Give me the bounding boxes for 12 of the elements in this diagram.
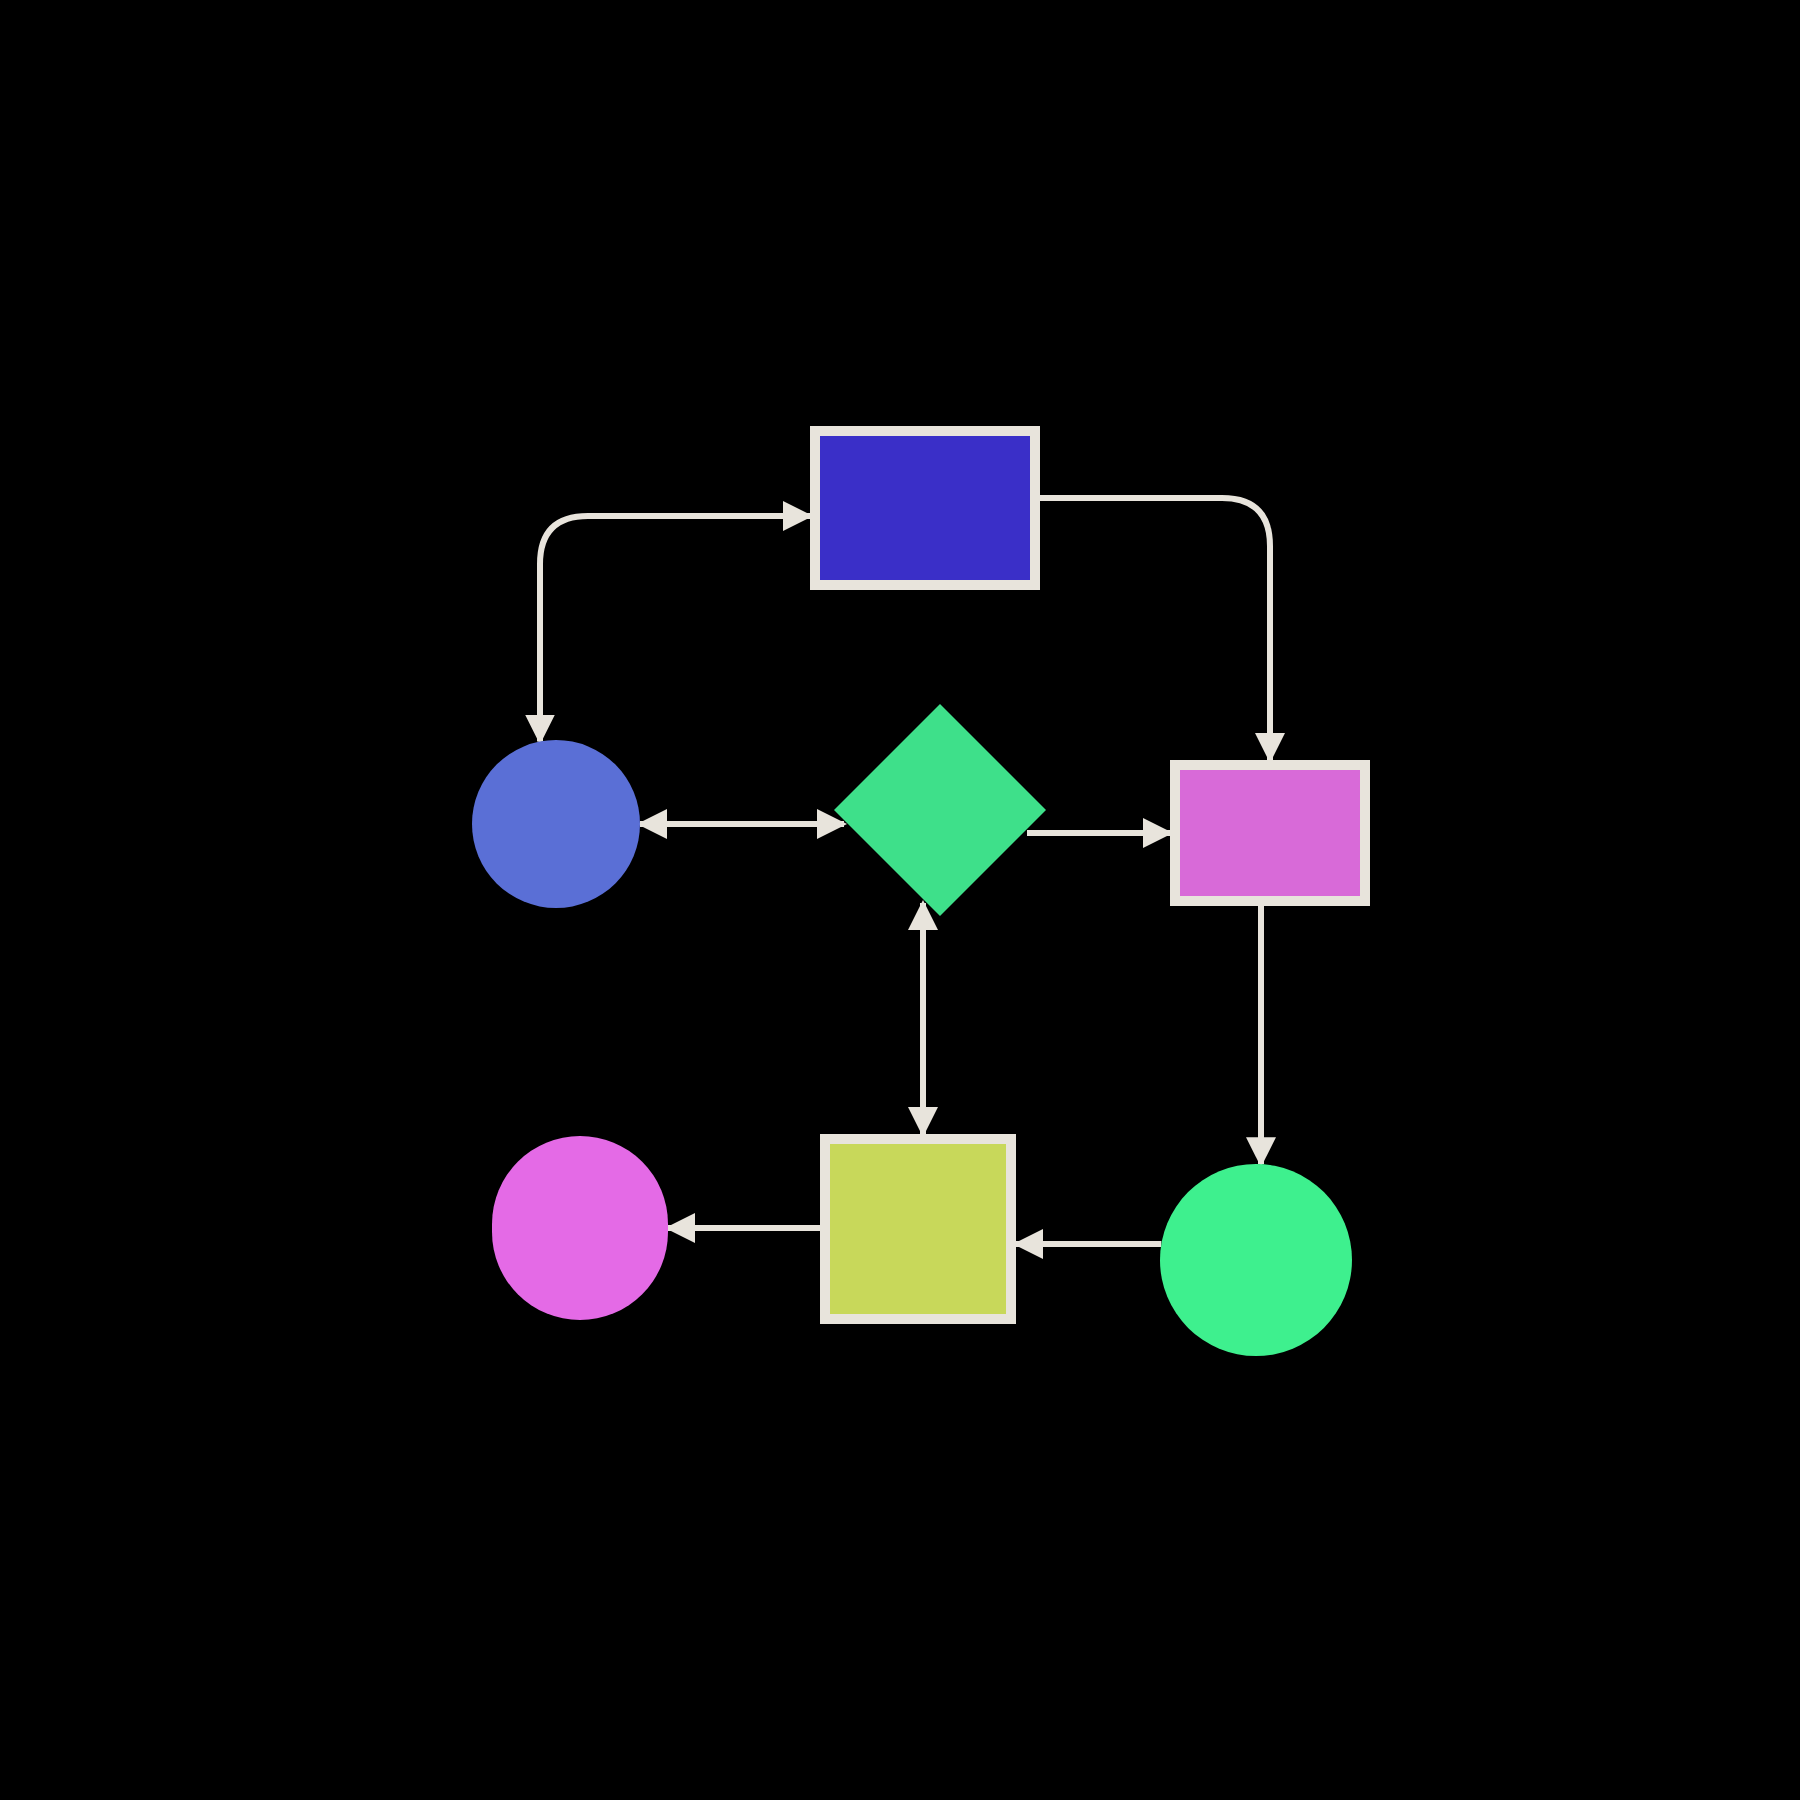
arrow — [908, 900, 938, 1137]
arrow — [1013, 1229, 1162, 1259]
process-box — [810, 426, 1040, 590]
process-box — [1170, 760, 1370, 906]
arrow — [525, 501, 813, 745]
arrow — [1040, 495, 1285, 763]
arrow — [665, 1213, 820, 1243]
arrow — [637, 809, 847, 839]
decision-diamond — [830, 700, 1050, 920]
arrow — [1027, 818, 1173, 848]
arrow — [1246, 906, 1276, 1168]
process-box — [820, 1134, 1016, 1324]
